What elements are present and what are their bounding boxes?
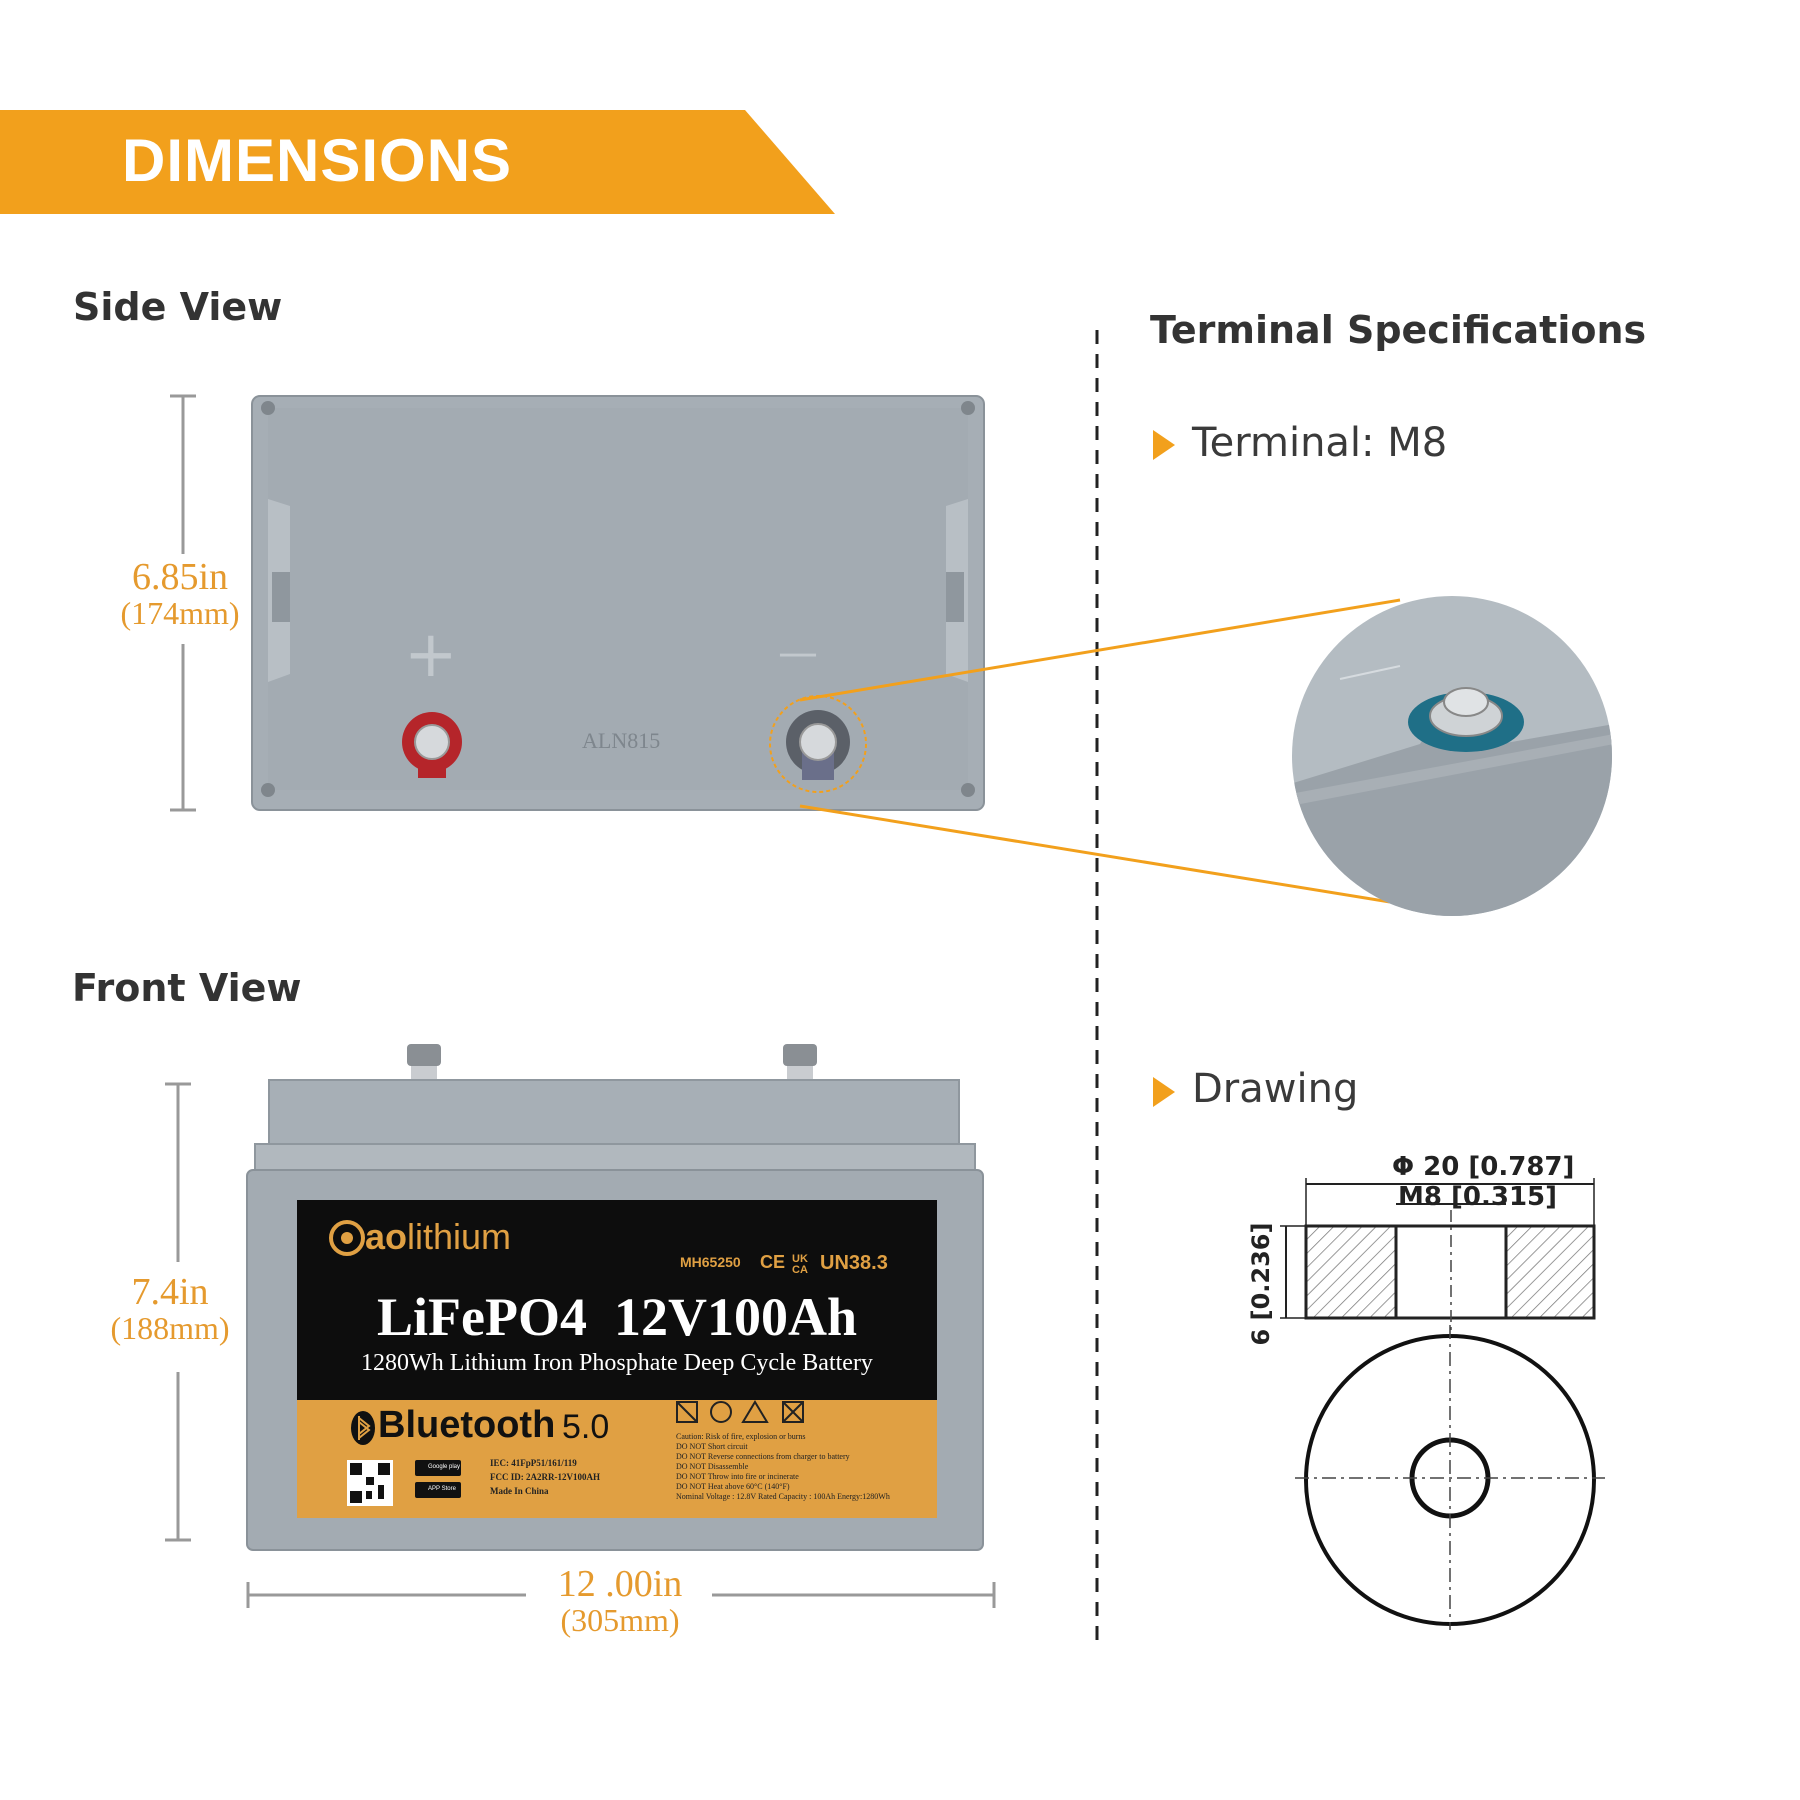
bluetooth-label: Bluetooth: [378, 1404, 556, 1446]
battery-side-view: [251, 395, 985, 811]
front-width-mm: (305mm): [560, 1602, 680, 1638]
dimensions-banner: [0, 110, 835, 214]
iec-code: IEC: 41FpP51/161/119: [490, 1458, 577, 1468]
front-width-dimension-line: [246, 1582, 996, 1608]
battery-model: LiFePO4 12V100Ah: [377, 1287, 857, 1347]
terminal-zoom-image: [1292, 596, 1612, 916]
warning-line: Nominal Voltage : 12.8V Rated Capacity :…: [676, 1492, 890, 1501]
cert-un: UN38.3: [820, 1252, 888, 1274]
warning-list: Caution: Risk of fire, explosion or burn…: [676, 1432, 936, 1502]
warning-line: DO NOT Reverse connections from charger …: [676, 1452, 850, 1461]
bullet-arrow-icon: [1153, 1077, 1175, 1107]
vertical-divider: [1095, 330, 1099, 1640]
brand-suffix: lithium: [407, 1216, 512, 1257]
app-store-badge: APP Store: [428, 1486, 456, 1492]
cert-ce: CE: [760, 1252, 786, 1272]
model-code: ALN815: [582, 728, 661, 753]
warning-line: DO NOT Disassemble: [676, 1462, 749, 1471]
side-height-in: 6.85in: [131, 556, 229, 598]
dim-thread-size: M8 [0.315]: [1398, 1182, 1558, 1212]
terminal-specs-title: Terminal Specifications: [1150, 308, 1647, 352]
terminal-type: Terminal: M8: [1192, 420, 1448, 466]
front-height-in: 7.4in: [131, 1271, 209, 1313]
zoom-callout-lines: [799, 598, 1401, 904]
positive-symbol: +: [404, 618, 458, 692]
side-height-mm: (174mm): [120, 595, 240, 631]
warning-line: Caution: Risk of fire, explosion or burn…: [676, 1432, 806, 1441]
side-height-dimension-line: [170, 394, 196, 812]
warning-line: DO NOT Throw into fire or incinerate: [676, 1472, 799, 1481]
brand-prefix: ao: [365, 1216, 408, 1257]
regulatory-info: IEC: 41FpP51/161/119 FCC ID: 2A2RR-12V10…: [490, 1456, 600, 1498]
fcc-id: FCC ID: 2A2RR-12V100AH: [490, 1472, 600, 1482]
side-view-title: Side View: [73, 285, 283, 329]
warning-line: DO NOT Short circuit: [676, 1442, 748, 1451]
front-height-mm: (188mm): [110, 1310, 230, 1346]
negative-symbol: —: [778, 630, 818, 676]
brand-logo: aolithium: [365, 1216, 511, 1258]
dim-height: 6 [0.236]: [1247, 1222, 1275, 1346]
battery-front-view: [246, 1044, 984, 1551]
battery-subtitle: 1280Wh Lithium Iron Phosphate Deep Cycle…: [361, 1350, 873, 1376]
made-in: Made In China: [490, 1486, 549, 1496]
front-width-in: 12 .00in: [557, 1563, 683, 1605]
warning-line: DO NOT Heat above 60°C (140°F): [676, 1482, 790, 1491]
terminal-technical-drawing: [1280, 1178, 1605, 1630]
page-title: DIMENSIONS: [122, 127, 513, 194]
cert-ul: MH65250: [680, 1254, 741, 1270]
cert-ukca: UK CA: [792, 1253, 808, 1276]
front-view-title: Front View: [72, 966, 302, 1010]
dim-outer-diameter: Φ 20 [0.787]: [1392, 1152, 1575, 1182]
bullet-arrow-icon: [1153, 430, 1175, 460]
front-height-dimension-line: [165, 1082, 191, 1542]
drawing-label: Drawing: [1192, 1066, 1359, 1112]
bluetooth-version: 5.0: [562, 1408, 610, 1446]
google-play-badge: Google play: [428, 1464, 461, 1470]
